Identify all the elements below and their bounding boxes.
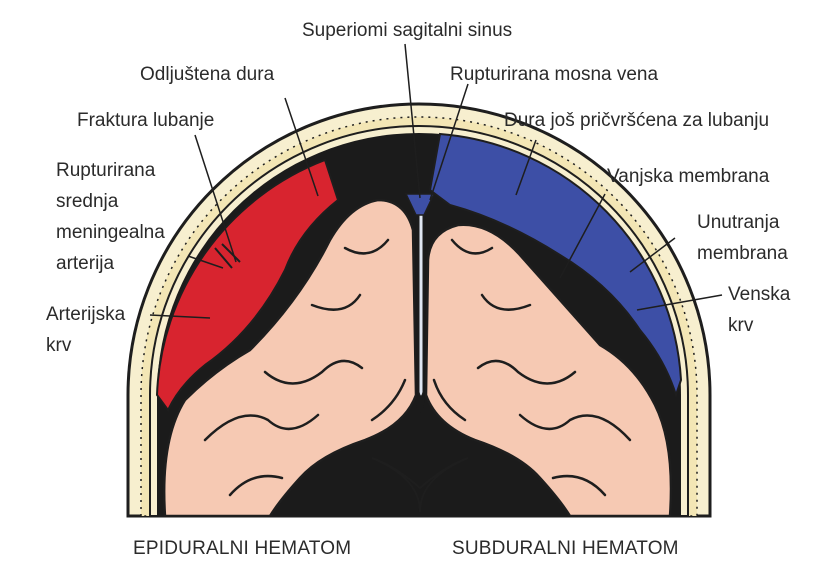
label-dura-attached: Dura još pričvršćena za lubanju	[504, 110, 769, 131]
label-venous-blood-1: Venska	[728, 284, 791, 305]
label-outer-membrane: Vanjska membrana	[607, 166, 770, 187]
label-inner-membrane-1: Unutranja	[697, 212, 780, 233]
label-ruptured-mma-2: srednja	[56, 191, 119, 212]
label-skull-fracture: Fraktura lubanje	[77, 110, 214, 131]
label-venous-blood-2: krv	[728, 315, 754, 336]
label-ruptured-mma-3: meningealna	[56, 222, 165, 243]
label-arterial-blood-2: krv	[46, 335, 72, 356]
caption-epidural: EPIDURALNI HEMATOM	[133, 538, 351, 559]
label-ruptured-bridging-vein: Rupturirana mosna vena	[450, 64, 658, 85]
label-ruptured-mma-1: Rupturirana	[56, 160, 156, 181]
label-detached-dura: Odljuštena dura	[140, 64, 275, 85]
label-superior-sagittal-sinus: Superiomi sagitalni sinus	[302, 20, 512, 41]
label-ruptured-mma-4: arterija	[56, 253, 115, 274]
falx-cerebri	[419, 205, 423, 396]
label-inner-membrane-2: membrana	[697, 243, 788, 264]
caption-subdural: SUBDURALNI HEMATOM	[452, 538, 679, 559]
label-arterial-blood-1: Arterijska	[46, 304, 126, 325]
